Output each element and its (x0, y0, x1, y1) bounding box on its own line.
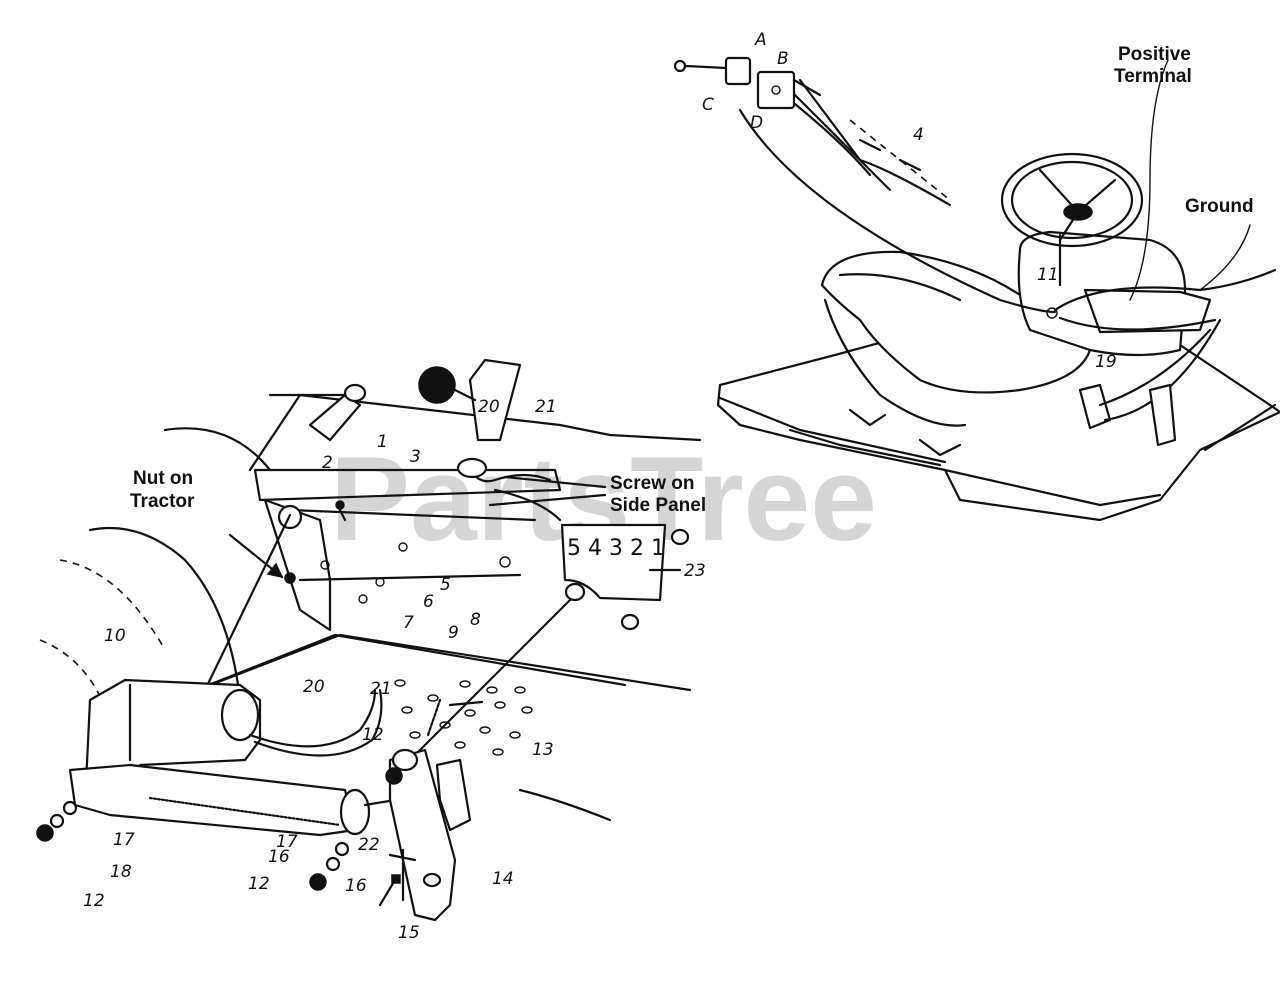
nut-12-left (36, 824, 54, 842)
battery (1083, 288, 1212, 334)
callout-4: 4 (913, 125, 924, 145)
callout-17-left: 17 (113, 830, 135, 850)
lift-assembly: 5 4 3 2 1 (36, 358, 702, 922)
switch-terminal-labels: A B C D (702, 30, 789, 133)
callout-23: 23 (684, 561, 706, 581)
callout-13: 13 (532, 740, 554, 760)
part-1-bracket (308, 393, 362, 442)
callout-6: 6 (423, 592, 434, 612)
label-ground: Ground (1185, 196, 1254, 217)
callout-17-right: 17 (276, 832, 298, 852)
callout-5: 5 (440, 575, 451, 595)
label-screw-on-side-panel-line2: Side Panel (610, 495, 706, 516)
callout-10: 10 (104, 626, 126, 646)
callout-22: 22 (358, 835, 380, 855)
callout-21-handle: 21 (535, 397, 557, 417)
callout-18: 18 (110, 862, 132, 882)
callout-14: 14 (492, 869, 514, 889)
terminal-d: D (750, 113, 763, 133)
callout-16-left: 16 (268, 847, 290, 867)
callout-16-bottom: 16 (345, 876, 367, 896)
switch-nut (673, 59, 687, 73)
callout-21-wire: 21 (370, 679, 392, 699)
callout-20-wire: 20 (303, 677, 325, 697)
terminal-b: B (777, 49, 789, 69)
callout-12-center: 12 (362, 725, 384, 745)
callout-12-bottom: 12 (248, 874, 270, 894)
seat (820, 250, 1092, 394)
terminal-a: A (754, 30, 767, 50)
label-screw-on-side-panel-line1: Screw on (610, 473, 694, 494)
ignition-switch (724, 56, 752, 86)
steering-wheel (1000, 152, 1144, 248)
gear-plate-numbers: 5 4 3 2 1 (567, 536, 665, 561)
text-labels: Positive Terminal Ground Nut on Tractor … (130, 44, 1254, 516)
callout-19: 19 (1095, 352, 1117, 372)
label-positive-terminal-line2: Terminal (1114, 66, 1192, 87)
terminal-c: C (702, 95, 714, 115)
callout-15: 15 (398, 923, 420, 943)
callout-7: 7 (403, 613, 414, 633)
callout-numbers: 1 2 3 4 5 6 7 8 9 10 11 12 12 12 13 14 1… (83, 125, 1117, 943)
callout-9: 9 (448, 623, 459, 643)
label-positive-terminal-line1: Positive (1118, 44, 1191, 65)
lift-knob (418, 366, 456, 404)
gear-selector-plate (560, 523, 667, 602)
callout-3: 3 (410, 447, 421, 467)
floor-holes (394, 679, 533, 759)
callout-2: 2 (322, 453, 333, 473)
callout-1: 1 (377, 432, 388, 452)
callout-8: 8 (470, 610, 481, 630)
label-nut-on-tractor-line2: Tractor (130, 491, 195, 512)
callout-11: 11 (1037, 265, 1059, 285)
tractor-overview (673, 56, 1280, 522)
callout-20-handle: 20 (478, 397, 500, 417)
callout-12-left: 12 (83, 891, 105, 911)
label-nut-on-tractor-line1: Nut on (133, 468, 193, 489)
actuator-tube (68, 763, 357, 837)
